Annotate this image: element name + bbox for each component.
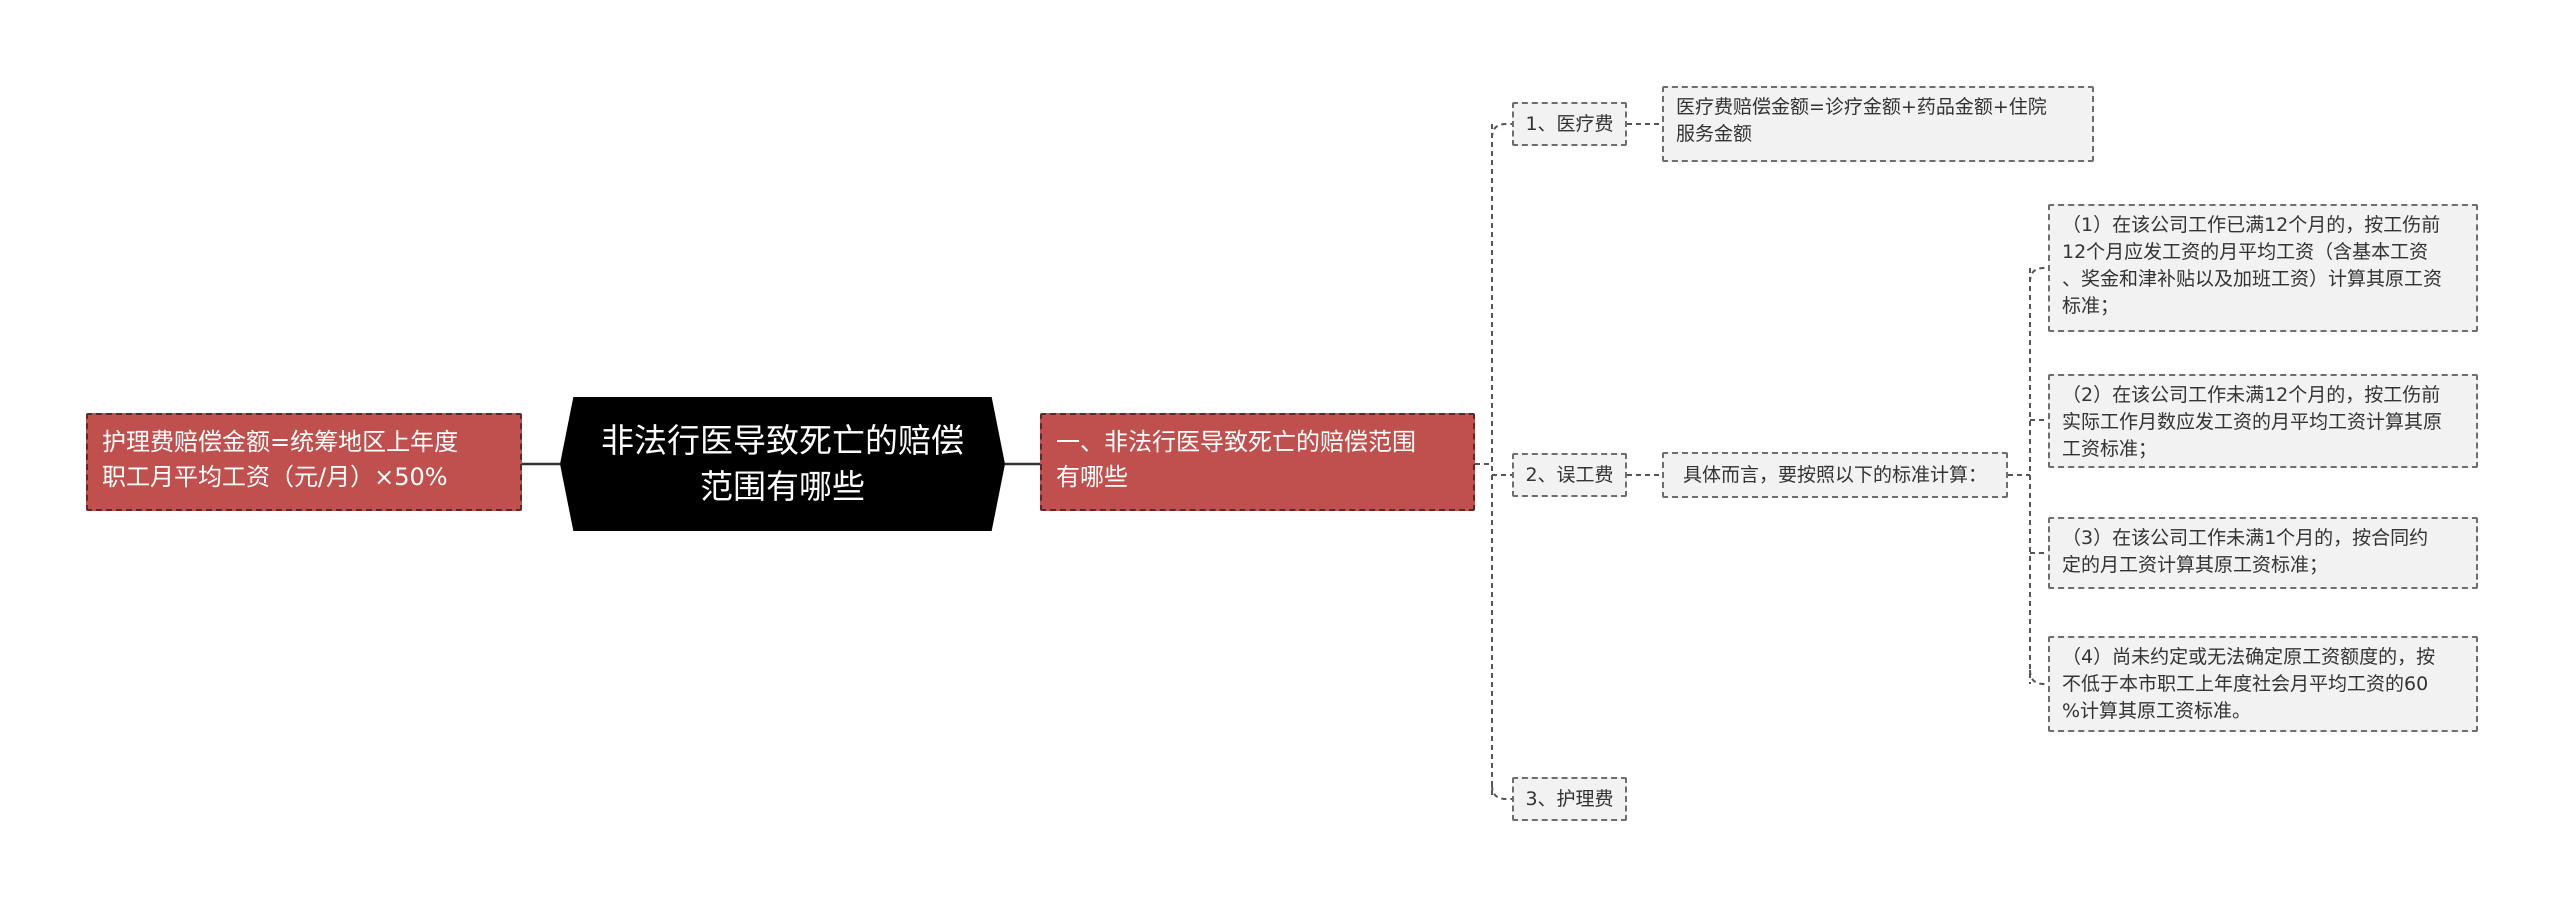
link-intro-items xyxy=(2008,268,2031,684)
link-item-1 xyxy=(2029,267,2048,283)
left-branch-label: 护理费赔偿金额=统筹地区上年度 职工月平均工资（元/月）×50% xyxy=(102,428,459,491)
main-branch-label: 一、非法行医导致死亡的赔偿范围 有哪些 xyxy=(1056,428,1416,491)
lost-wages-item-2-text: （2）在该公司工作未满12个月的，按工伤前 实际工作月数应发工资的月平均工资计算… xyxy=(2062,384,2443,460)
lost-wages-item-4-text: （4）尚未约定或无法确定原工资额度的，按 不低于本市职工上年度社会月平均工资的6… xyxy=(2062,646,2436,722)
lost-wages-item-1-text: （1）在该公司工作已满12个月的，按工伤前 12个月应发工资的月平均工资（含基本… xyxy=(2062,214,2443,317)
category-lost-wages-label: 2、误工费 xyxy=(1525,463,1614,486)
link-to-nursing xyxy=(1491,784,1512,800)
link-to-medical xyxy=(1491,123,1512,139)
lost-wages-intro-text: 具体而言，要按照以下的标准计算： xyxy=(1682,463,1987,486)
category-nursing-label: 3、护理费 xyxy=(1525,787,1614,810)
category-nursing-fees[interactable]: 3、护理费 xyxy=(1512,777,1627,821)
central-topic[interactable]: 非法行医导致死亡的赔偿 范围有哪些 xyxy=(560,397,1005,531)
category-medical-fees[interactable]: 1、医疗费 xyxy=(1512,102,1627,146)
lost-wages-intro[interactable]: 具体而言，要按照以下的标准计算： xyxy=(1662,452,2008,498)
category-medical-label: 1、医疗费 xyxy=(1525,112,1614,135)
link-item-4 xyxy=(2029,669,2048,685)
main-branch-node[interactable]: 一、非法行医导致死亡的赔偿范围 有哪些 xyxy=(1040,413,1475,511)
medical-fee-detail-text: 医疗费赔偿金额=诊疗金额+药品金额+住院 服务金额 xyxy=(1676,96,2047,145)
central-topic-label: 非法行医导致死亡的赔偿 范围有哪些 xyxy=(601,421,964,506)
lost-wages-item-3[interactable]: （3）在该公司工作未满1个月的，按合同约 定的月工资计算其原工资标准； xyxy=(2048,517,2478,589)
lost-wages-item-1[interactable]: （1）在该公司工作已满12个月的，按工伤前 12个月应发工资的月平均工资（含基本… xyxy=(2048,204,2478,332)
lost-wages-item-3-text: （3）在该公司工作未满1个月的，按合同约 定的月工资计算其原工资标准； xyxy=(2062,527,2429,576)
lost-wages-item-4[interactable]: （4）尚未约定或无法确定原工资额度的，按 不低于本市职工上年度社会月平均工资的6… xyxy=(2048,636,2478,732)
lost-wages-item-2[interactable]: （2）在该公司工作未满12个月的，按工伤前 实际工作月数应发工资的月平均工资计算… xyxy=(2048,374,2478,468)
category-lost-wages[interactable]: 2、误工费 xyxy=(1512,453,1627,497)
link-main-categories xyxy=(1475,124,1493,799)
medical-fee-detail[interactable]: 医疗费赔偿金额=诊疗金额+药品金额+住院 服务金额 xyxy=(1662,86,2094,162)
left-branch-node[interactable]: 护理费赔偿金额=统筹地区上年度 职工月平均工资（元/月）×50% xyxy=(86,413,522,511)
